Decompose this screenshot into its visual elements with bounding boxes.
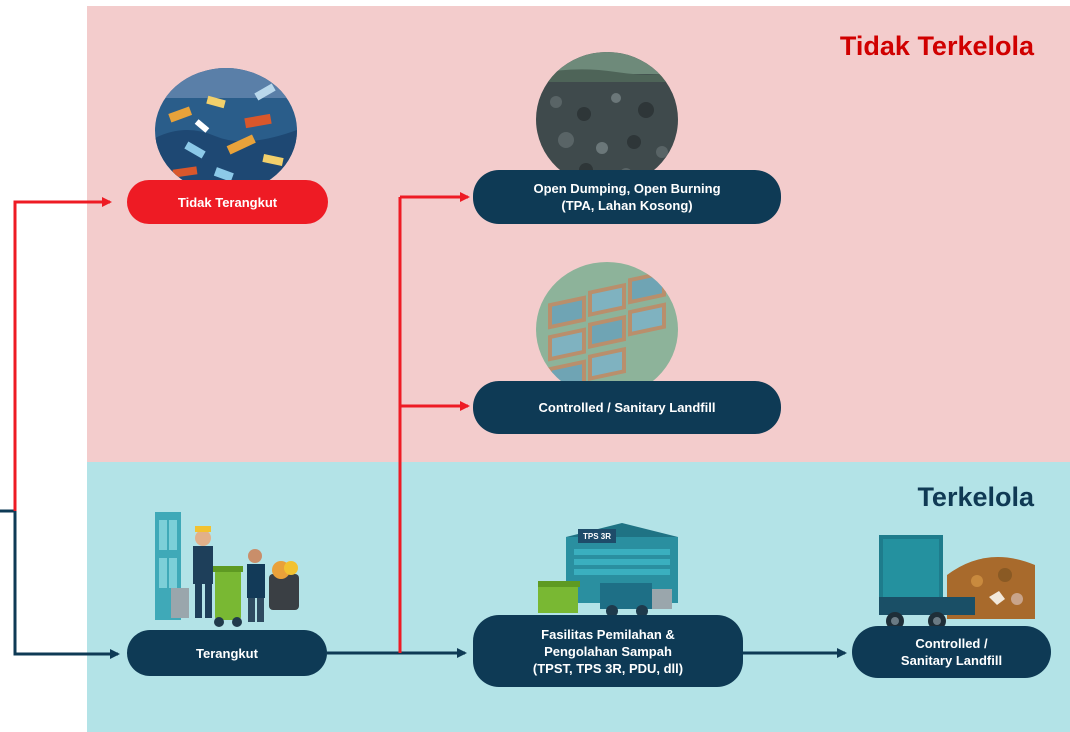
tidak-terangkut-node: Tidak Terangkut — [127, 180, 328, 224]
controlled-landfill-bottom-label-line-2: Sanitary Landfill — [900, 653, 1003, 668]
waste-workers-illustration — [155, 512, 303, 630]
terangkut-node: Terangkut — [127, 630, 327, 676]
dump-site-illustration — [536, 52, 678, 187]
controlled-landfill-bottom-node: Controlled / Sanitary Landfill — [852, 626, 1051, 678]
garbage-truck-illustration — [877, 535, 1037, 635]
fasilitas-node: Fasilitas Pemilahan & Pengolahan Sampah … — [473, 615, 743, 687]
tps3r-facility-illustration: TPS 3R — [538, 523, 680, 618]
controlled-landfill-top-label: Controlled / Sanitary Landfill — [538, 400, 716, 415]
unmanaged-zone-title: Tidak Terkelola — [839, 31, 1034, 61]
open-dumping-node: Open Dumping, Open Burning (TPA, Lahan K… — [473, 170, 781, 224]
tidak-terangkut-label: Tidak Terangkut — [177, 194, 278, 210]
controlled-landfill-top-node: Controlled / Sanitary Landfill — [473, 381, 781, 434]
arrow-to-terangkut — [13, 511, 120, 659]
tps3r-sign: TPS 3R — [583, 532, 611, 541]
fasilitas-label-line-1: Fasilitas Pemilahan & — [541, 626, 675, 642]
landfill-cells-illustration — [536, 262, 678, 397]
managed-zone-title: Terkelola — [917, 482, 1034, 512]
controlled-landfill-bottom-label-line-1: Controlled / — [915, 636, 988, 651]
arrow-to-tidak-terangkut — [13, 197, 112, 511]
open-dumping-label-line-1: Open Dumping, Open Burning — [533, 181, 721, 196]
garbage-pile-illustration — [155, 68, 297, 193]
open-dumping-label-line-2: (TPA, Lahan Kosong) — [561, 198, 693, 213]
terangkut-label: Terangkut — [196, 645, 258, 661]
fasilitas-label-line-3: (TPST, TPS 3R, PDU, dll) — [532, 660, 684, 676]
fasilitas-label-line-2: Pengolahan Sampah — [544, 643, 672, 659]
